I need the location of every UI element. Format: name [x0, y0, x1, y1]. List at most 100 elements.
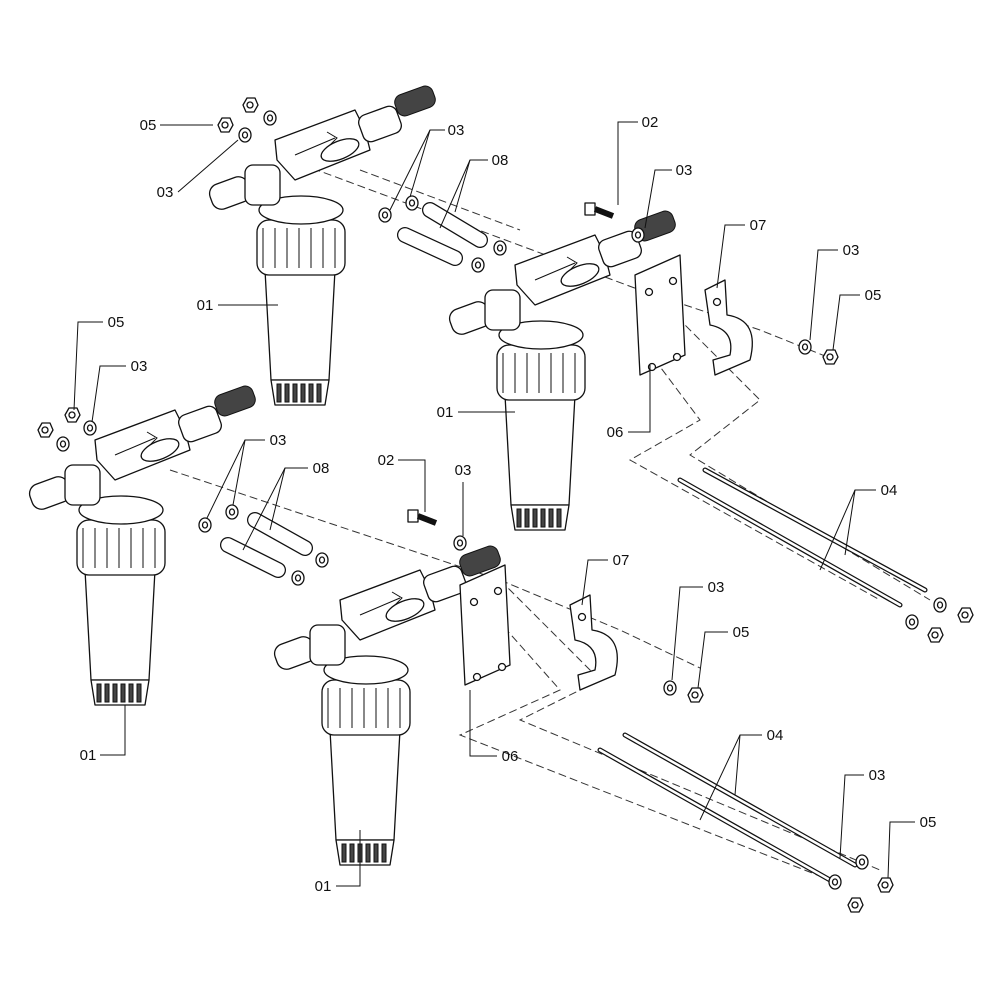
filter-assemblies	[28, 85, 676, 866]
cap-top	[323, 655, 409, 685]
leader-line	[91, 365, 126, 423]
bowl-rib	[136, 683, 142, 703]
cap-top	[498, 320, 584, 350]
washer-hole	[241, 131, 249, 139]
guide-line	[659, 299, 931, 601]
callout: 03	[157, 139, 239, 201]
filter-head	[274, 109, 371, 181]
washer-hole	[266, 114, 274, 122]
callout-number: 01	[80, 747, 97, 764]
callout: 05	[832, 287, 881, 351]
filter-assembly	[273, 545, 501, 866]
callout: 03	[206, 432, 287, 519]
callout-number: 04	[881, 482, 898, 499]
callout-number: 03	[448, 122, 465, 139]
filter-head	[94, 409, 191, 481]
filter-assembly	[448, 210, 676, 531]
callout-number: 05	[140, 117, 157, 134]
leader-line	[389, 129, 445, 211]
nut-bore	[246, 101, 254, 109]
outlet-nut	[358, 105, 402, 143]
callout-number: 03	[455, 462, 472, 479]
plate-hole	[672, 352, 682, 362]
leader-line	[644, 169, 672, 229]
bowl-rib	[300, 383, 306, 403]
inlet-nut	[64, 464, 101, 506]
outlet-port	[560, 263, 600, 287]
callout: 01	[437, 404, 515, 421]
bowl-rib	[524, 508, 530, 528]
bowl-rib	[308, 383, 314, 403]
callout-number: 04	[767, 727, 784, 744]
callout-number: 03	[843, 242, 860, 259]
spacer-tube-body	[398, 228, 462, 265]
washer-hole	[634, 231, 642, 239]
outlet-nut	[423, 565, 467, 603]
callout-number: 03	[270, 432, 287, 449]
callout: 03	[809, 242, 860, 341]
callout: 05	[697, 624, 749, 689]
washer-hole	[318, 556, 326, 564]
threaded-rods	[597, 467, 928, 883]
bowl-rib	[120, 683, 126, 703]
washer-hole	[496, 244, 504, 252]
callout: 05	[887, 814, 936, 879]
guide-line	[359, 169, 521, 231]
washer-hole	[936, 601, 944, 609]
outlet-port	[140, 438, 180, 462]
washer-hole	[456, 539, 464, 547]
callout: 03	[91, 358, 147, 423]
callout-number: 02	[378, 452, 395, 469]
u-bracket	[569, 594, 618, 691]
leader-line	[100, 705, 126, 756]
threaded-rod-highlight	[703, 468, 927, 592]
bowl-rib	[548, 508, 554, 528]
callout-number: 05	[108, 314, 125, 331]
plate-hole	[469, 597, 479, 607]
bracket-hole	[712, 297, 722, 307]
filter-bowl	[84, 569, 156, 681]
bowl-rib	[365, 843, 371, 863]
callout: 07	[581, 552, 629, 606]
guide-line	[499, 579, 881, 871]
bowl-rib	[112, 683, 118, 703]
leader-line	[839, 774, 864, 859]
leader-line	[454, 159, 471, 213]
callout-number: 01	[197, 297, 214, 314]
washer-hole	[381, 211, 389, 219]
cap-top	[78, 495, 164, 525]
leader-line	[398, 459, 426, 512]
leader-line	[844, 489, 856, 556]
filter-assembly	[28, 385, 256, 706]
outlet-port	[320, 138, 360, 162]
callout-number: 03	[676, 162, 693, 179]
washer-hole	[666, 684, 674, 692]
callout: 02	[378, 452, 426, 512]
outlet-port	[385, 598, 425, 622]
nut-bore	[41, 426, 49, 434]
washer-hole	[408, 199, 416, 207]
outlet-barb	[394, 85, 436, 117]
callout: 03	[644, 162, 693, 229]
bowl-rib	[373, 843, 379, 863]
nut-bore	[881, 881, 889, 889]
callout: 03	[389, 122, 465, 211]
filter-head	[339, 569, 436, 641]
bowl-rib	[96, 683, 102, 703]
outlet-barb	[214, 385, 256, 417]
bowl-rib	[128, 683, 134, 703]
leader-line	[809, 249, 838, 341]
leader-line	[628, 365, 651, 433]
nut-bore	[931, 631, 939, 639]
callout: 03	[671, 579, 724, 681]
cap-top	[258, 195, 344, 225]
bowl-rib	[532, 508, 538, 528]
callout: 04	[699, 727, 784, 821]
filter-bowl	[504, 394, 576, 506]
nut-bore	[691, 691, 699, 699]
bolt-head	[407, 509, 419, 523]
spacer-tube-body	[248, 513, 312, 555]
bowl-rib	[381, 843, 387, 863]
bolt-shank	[416, 513, 438, 526]
